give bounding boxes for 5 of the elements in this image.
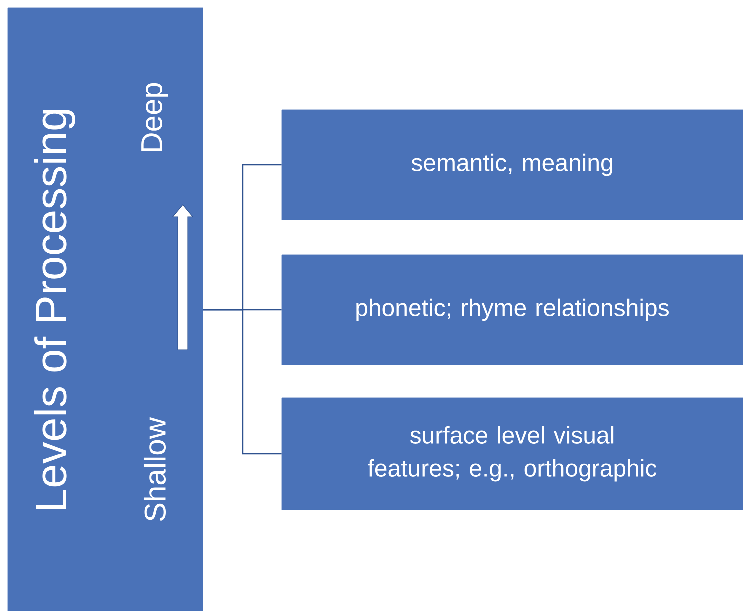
level-box: surface level visual features; e.g., orthographic xyxy=(282,398,743,510)
level-box: phonetic; rhyme relationships xyxy=(282,254,743,366)
title-band: Levels of Processing Deep Shallow xyxy=(8,8,204,611)
level-box: semantic, meaning xyxy=(282,110,743,220)
connector-line xyxy=(203,309,282,455)
